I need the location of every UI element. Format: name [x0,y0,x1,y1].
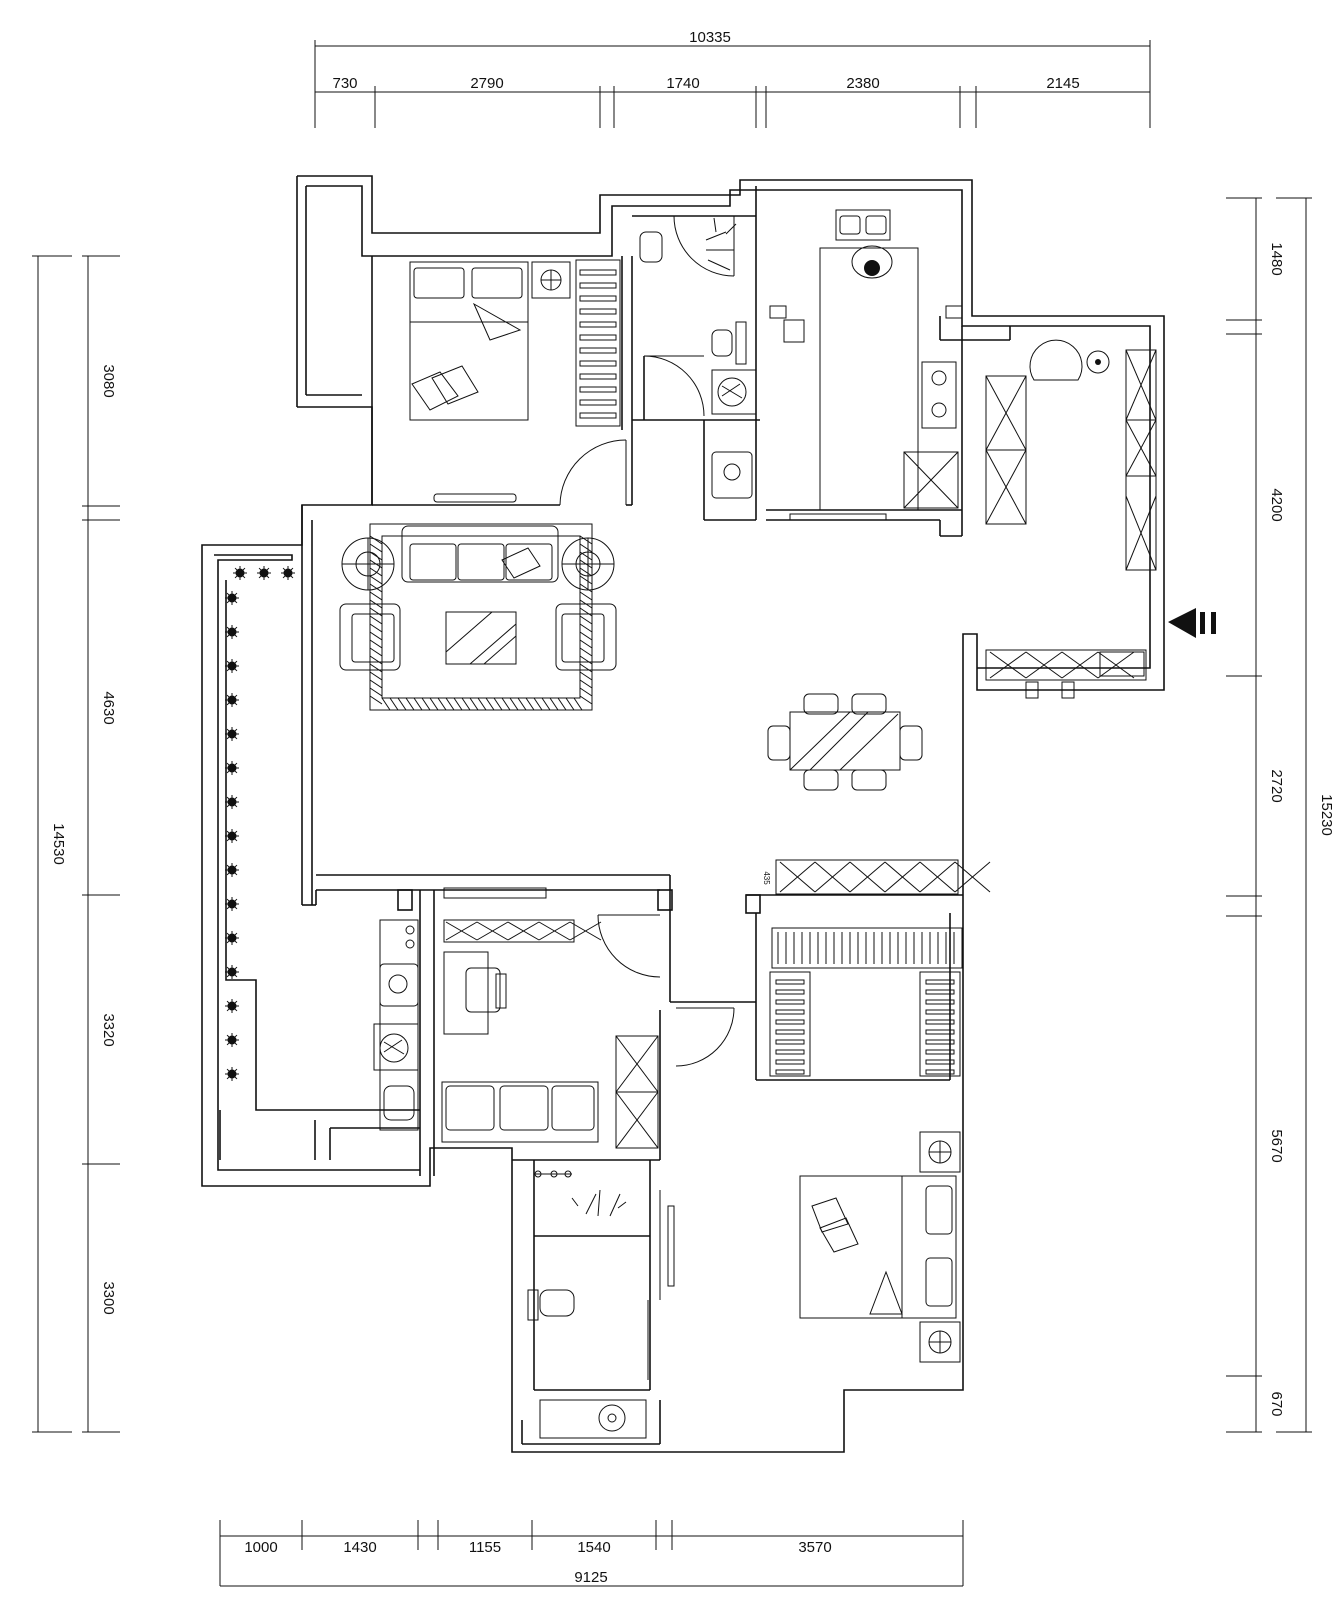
bathroom-1-fixtures [639,217,757,499]
top-seg-1: 730 [332,75,357,92]
master-nightstands [919,1131,961,1363]
top-seg-4: 2380 [846,75,879,92]
bottom-dimension: 1000 1430 1155 1540 3570 9125 [219,1520,964,1587]
kitchen-sink [835,209,891,241]
entrance-arrow-icon [1168,608,1216,638]
bottom-seg-5: 3570 [798,1539,831,1556]
living-side-lamps [341,537,615,591]
top-total-label: 10335 [689,29,731,46]
right-seg-1: 1480 [1268,242,1285,275]
bathroom-2-fixtures [527,1170,647,1439]
entry-low-cabinet [985,649,1147,699]
kitchen-chef-figure [851,245,893,279]
bedroom-1-window [433,493,517,503]
bottom-seg-2: 1430 [343,1539,376,1556]
left-total-label: 14530 [50,823,67,865]
right-dimension: 15230 1480 4200 2720 5670 670 [1226,197,1335,1433]
left-seg-4: 3300 [100,1281,117,1314]
tall-cabinet [1125,349,1157,571]
living-sofa [401,525,559,583]
kitchen-fridge [903,451,959,509]
bottom-total-label: 9125 [574,1569,607,1586]
study-bookshelf [443,887,602,943]
right-total-label: 15230 [1318,794,1335,836]
bottom-seg-1: 1000 [244,1539,277,1556]
dining-chairs [767,693,923,791]
left-seg-3: 3320 [100,1013,117,1046]
master-bed [799,1175,957,1319]
dining-table [789,711,901,771]
dining-sideboard: 435 [762,859,991,895]
left-seg-2: 4630 [100,691,117,724]
right-seg-3: 2720 [1268,769,1285,802]
bedroom-1-nightstand [531,261,571,299]
bottom-seg-3: 1155 [469,1539,501,1556]
right-seg-5: 670 [1268,1391,1285,1416]
bottom-seg-4: 1540 [577,1539,610,1556]
left-dimension: 14530 3080 4630 3320 3300 [32,255,120,1433]
right-seg-2: 4200 [1268,488,1285,521]
top-seg-3: 1740 [666,75,699,92]
kitchen-stove [921,361,957,429]
kitchen-pillars [769,305,963,343]
balcony-plants [225,566,295,1081]
top-seg-2: 2790 [470,75,503,92]
bedroom-1-wardrobe [575,259,621,427]
laundry-fixtures [373,919,419,1131]
kitchen-window [789,513,887,521]
kitchen-island [819,247,919,511]
cabinet-depth-note: 435 [762,871,771,885]
coffee-table [445,611,517,665]
top-dimension: 10335 730 2790 1740 2380 2145 [314,29,1151,128]
left-seg-1: 3080 [100,364,117,397]
shoe-cabinet [985,375,1027,525]
study-desk [443,951,507,1035]
study-sofa [441,1081,599,1143]
bedroom-1-bed [409,261,529,421]
walls [201,175,1165,1453]
entry-seat [1029,339,1110,381]
bedroom-3-wardrobes [769,927,963,1077]
doors [559,215,735,1380]
study-wardrobe [615,1035,659,1149]
top-seg-5: 2145 [1046,75,1079,92]
living-rug [369,523,593,711]
right-seg-4: 5670 [1268,1129,1285,1162]
living-armchairs [339,603,617,671]
